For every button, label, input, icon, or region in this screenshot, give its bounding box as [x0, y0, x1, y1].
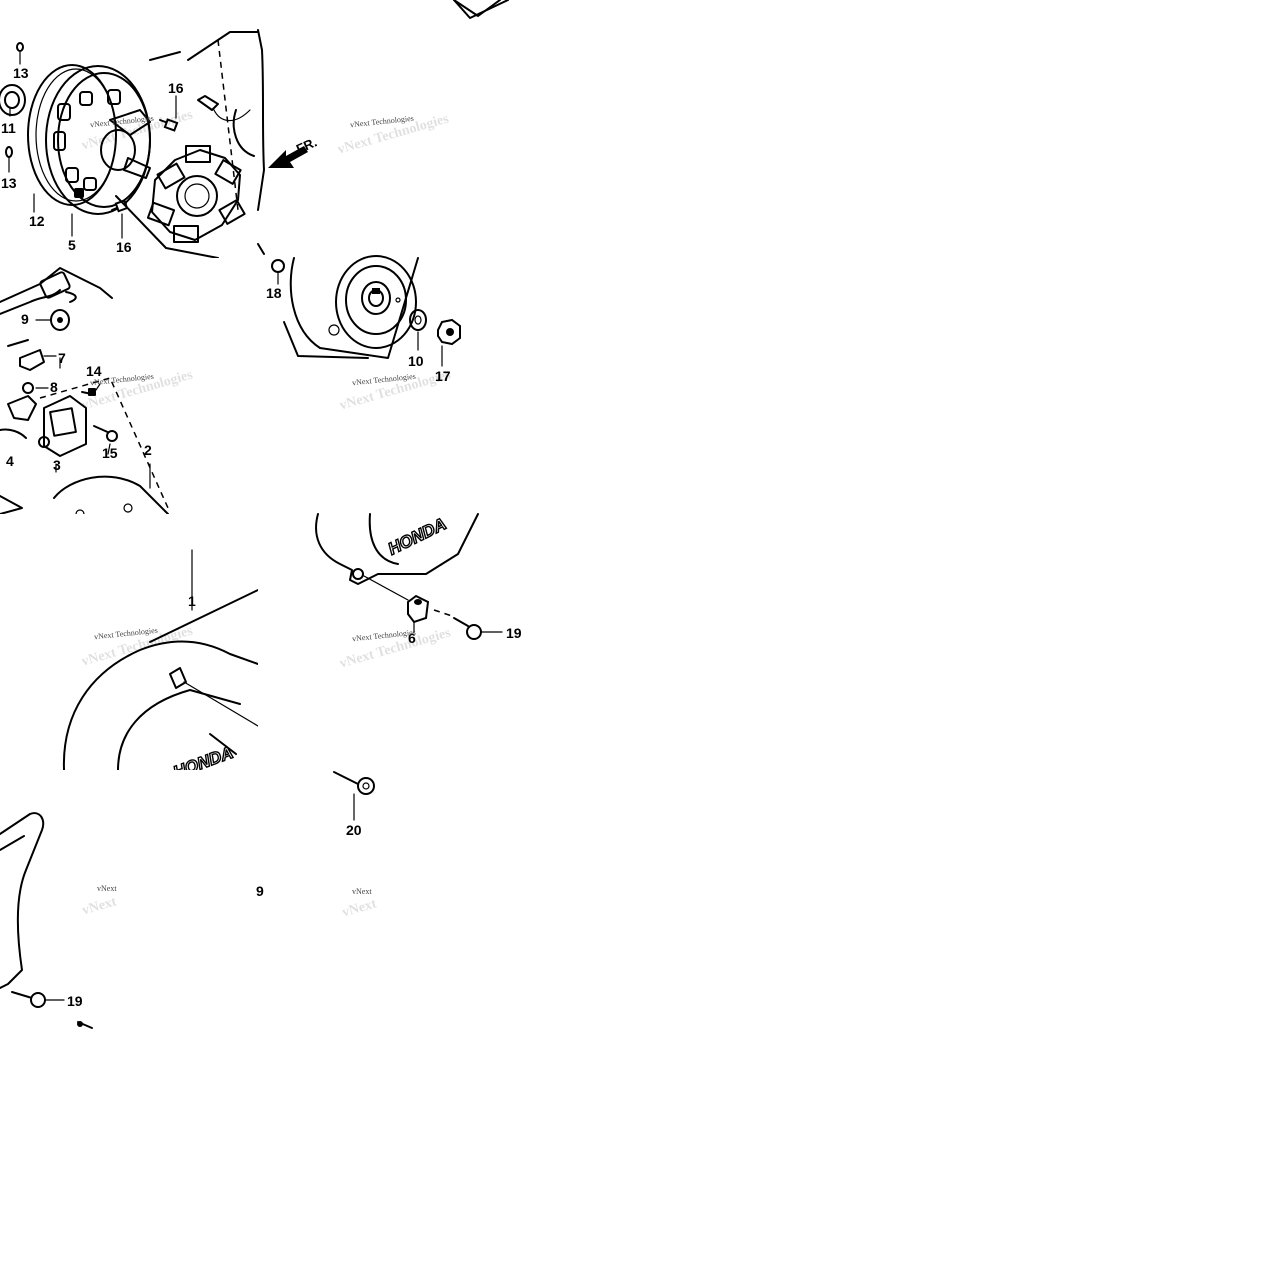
callout-12: 12: [29, 213, 45, 229]
page-marker: 9: [256, 883, 264, 899]
callout-17: 17: [435, 368, 451, 384]
callout-16: 16: [116, 239, 132, 255]
callout-19: 19: [506, 625, 522, 641]
top-edge-fragment: [453, 0, 501, 17]
tile-flywheel: 13 11 13 12 5 16 16 vNext Technologies v…: [0, 0, 259, 259]
tile-pulse-generator: 9 7 8 14 15 4 3 2 vNext Technologies vNe…: [0, 258, 258, 519]
tile-bolt: 20 9 vNext vNext: [256, 770, 516, 1028]
callout-9: 9: [21, 311, 29, 327]
callout-3: 3: [53, 457, 61, 473]
tile-cover: 1 HONDA vNext Technologies vNext Technol…: [0, 514, 259, 783]
callout-2: 2: [144, 442, 152, 458]
callout-16: 16: [168, 80, 184, 96]
rotor-drawing: [271, 255, 461, 367]
callout-13: 13: [13, 65, 29, 81]
tile-cover-fasteners: HONDA 6 19 vNext Technologies vNext Tech…: [258, 513, 522, 770]
callout-1: 1: [188, 593, 196, 609]
tile-rotor: 18 10 17 vNext Technologies vNext Techno…: [258, 255, 516, 514]
callout-5: 5: [68, 237, 76, 253]
cover-fasteners-drawing: [315, 513, 503, 640]
callout-19: 19: [67, 993, 83, 1009]
callout-8: 8: [50, 379, 58, 395]
flywheel-drawing: [0, 31, 259, 259]
callout-14: 14: [86, 363, 102, 379]
pulse-generator-drawing: [0, 267, 169, 519]
watermark: vNext: [97, 884, 117, 893]
callout-6: 6: [408, 630, 416, 646]
front-arrow-drawing: [257, 0, 509, 255]
bolt-drawing: [333, 771, 375, 821]
callout-18: 18: [266, 285, 282, 301]
callout-20: 20: [346, 822, 362, 838]
watermark: vNext: [352, 887, 372, 896]
callout-4: 4: [6, 453, 14, 469]
tile-front-arrow: FR. vNext Technologies vNext Technologie…: [257, 0, 516, 258]
tile-lower-cover: 19 vNext vNext: [0, 770, 258, 1029]
callout-7: 7: [58, 350, 66, 366]
callout-10: 10: [408, 353, 424, 369]
callout-11: 11: [1, 120, 16, 136]
callout-15: 15: [102, 445, 118, 461]
cover-drawing: [62, 549, 259, 771]
lower-cover-drawing: [0, 812, 93, 1029]
callout-13: 13: [1, 175, 17, 191]
